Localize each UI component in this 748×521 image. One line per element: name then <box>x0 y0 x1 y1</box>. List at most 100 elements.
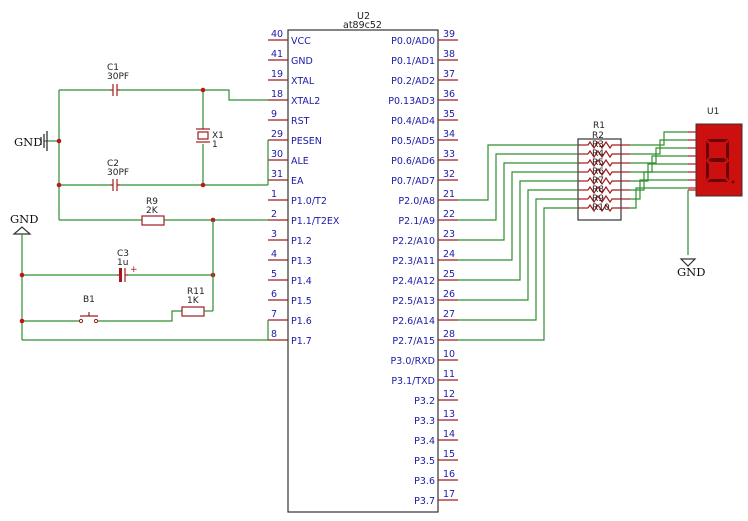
junction <box>56 138 62 144</box>
pin-name: P2.0/A8 <box>398 196 435 207</box>
wire <box>458 162 578 241</box>
b1-ref: B1 <box>83 295 95 305</box>
pin-name: GND <box>291 56 313 67</box>
gnd-left-icon <box>40 131 48 151</box>
u1-ref: U1 <box>707 107 719 117</box>
mcu-u2[interactable]: U2 at89c52 40VCC41GND19XTAL18XTAL29RST29… <box>268 11 458 513</box>
pin-name: PESEN <box>291 136 322 147</box>
pin-number: 2 <box>271 209 277 220</box>
pin-number: 15 <box>443 449 455 460</box>
mcu-pin-2[interactable]: 2P1.1/T2EX <box>268 209 340 227</box>
pin-name: XTAL2 <box>291 96 320 107</box>
pin-number: 31 <box>271 169 283 180</box>
r9-ref: R9 <box>146 197 158 207</box>
mcu-pin-7[interactable]: 7P1.6 <box>268 309 312 327</box>
r1-resistor-element <box>587 167 621 177</box>
pin-name: P0.6/AD6 <box>391 156 435 167</box>
mcu-pin-6[interactable]: 6P1.5 <box>268 289 312 307</box>
pin-number: 12 <box>443 389 455 400</box>
crystal-network: GND C1 30PF C2 30PF <box>14 63 269 220</box>
r1-resistor-element <box>587 176 621 186</box>
capacitor-c2[interactable] <box>110 179 120 191</box>
pin-number: 40 <box>271 29 283 40</box>
reset-network: R9 2K GND + C3 1u B <box>10 197 269 341</box>
capacitor-c3[interactable] <box>117 268 128 282</box>
r1-label: R6 <box>592 167 604 177</box>
gnd-top-label: GND <box>10 212 38 226</box>
wire <box>630 139 688 155</box>
resistor-r9[interactable] <box>141 215 165 226</box>
mcu-pin-1[interactable]: 1P1.0/T2 <box>268 189 327 207</box>
pin-number: 13 <box>443 409 455 420</box>
r1-resistor-element <box>587 140 621 150</box>
pin-name: P3.0/RXD <box>391 356 435 367</box>
r1-resistor-element <box>587 203 621 213</box>
wire <box>630 131 688 146</box>
junction <box>200 87 206 93</box>
seven-segment-display-u1[interactable]: U1 <box>687 107 743 255</box>
c2-value: 30PF <box>107 168 129 178</box>
pushbutton-b1[interactable] <box>78 312 99 324</box>
pin-number: 4 <box>271 249 277 260</box>
pin-name: P1.4 <box>291 276 312 287</box>
r9-value: 2K <box>146 206 159 216</box>
mcu-pin-8[interactable]: 8P1.7 <box>268 329 312 347</box>
wire <box>458 153 578 221</box>
pin-number: 25 <box>443 269 455 280</box>
r1-label: R9 <box>592 194 604 204</box>
pin-name: P0.2/AD2 <box>391 76 435 87</box>
mcu-model: at89c52 <box>343 20 382 31</box>
pin-name: P3.6 <box>414 476 435 487</box>
resistor-r11[interactable] <box>181 306 205 317</box>
crystal-x1[interactable] <box>196 128 210 143</box>
capacitor-c1[interactable] <box>110 84 120 96</box>
mcu-pin-4[interactable]: 4P1.3 <box>268 249 312 267</box>
display-pins <box>688 131 696 191</box>
junction <box>19 318 25 324</box>
r1-ref: R1 <box>593 121 605 131</box>
mcu-pin-3[interactable]: 3P1.2 <box>268 229 312 247</box>
mcu-pin-5[interactable]: 5P1.4 <box>268 269 312 287</box>
pin-name: P0.7/AD7 <box>391 176 435 187</box>
pin-name: ALE <box>291 156 309 167</box>
bus-r1-to-display <box>630 131 688 209</box>
pin-number: 10 <box>443 349 455 360</box>
pin-number: 29 <box>271 129 283 140</box>
pin-name: P3.2 <box>414 396 435 407</box>
